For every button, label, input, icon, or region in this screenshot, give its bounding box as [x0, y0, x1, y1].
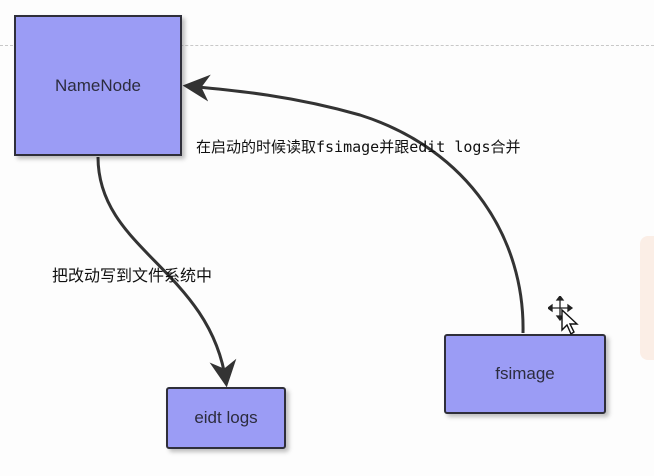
edge-fsimage-to-namenode	[182, 74, 525, 334]
eidt-logs-label: eidt logs	[194, 408, 258, 427]
edge-label-merge: 在启动的时候读取fsimage并跟edit logs合并	[196, 138, 521, 156]
eidt-logs-node[interactable]: eidt logs	[166, 387, 286, 449]
namenode-label: NameNode	[55, 75, 141, 95]
edge-namenode-to-eidt-logs	[96, 156, 237, 388]
edge-label-write: 把改动写到文件系统中	[52, 266, 213, 285]
namenode-node[interactable]: NameNode	[14, 15, 182, 156]
fsimage-node[interactable]: fsimage	[444, 334, 606, 414]
side-panel-edge	[640, 236, 654, 360]
move-cursor-icon	[548, 296, 579, 336]
dashed-divider	[0, 45, 654, 46]
fsimage-label: fsimage	[495, 364, 555, 383]
